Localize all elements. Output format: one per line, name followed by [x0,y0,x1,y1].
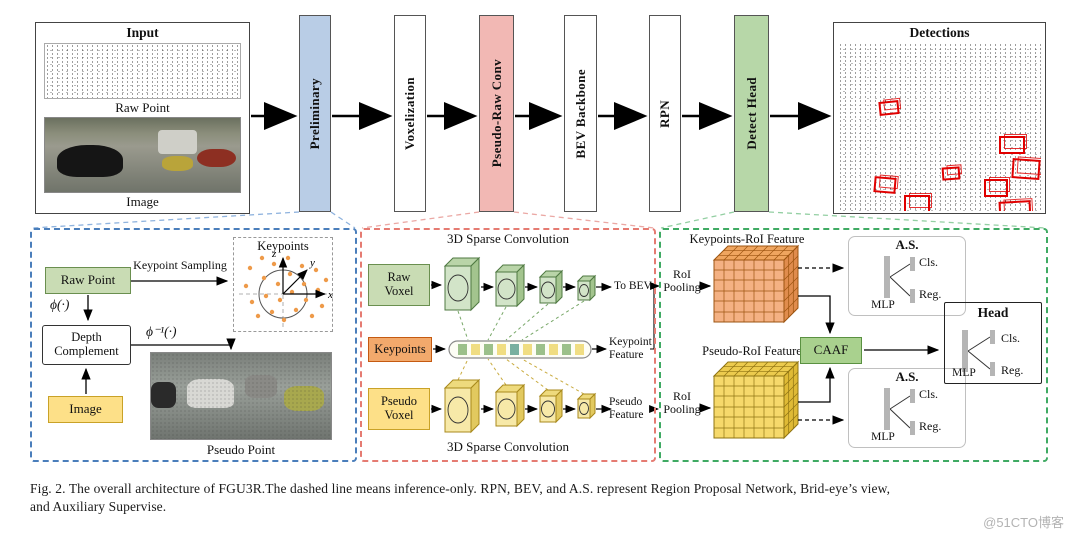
block-voxelization: Voxelization [394,15,426,212]
keypoint-sampling-label: Keypoint Sampling [133,258,227,272]
as-top-reg-label: Reg. [919,287,942,301]
block-pseudo-raw-conv: Pseudo-Raw Conv [479,15,514,212]
pseudo-voxel-node: Pseudo Voxel [368,388,430,430]
as-bottom-title: A.S. [895,369,919,384]
to-bev-label: To BEV [614,280,652,292]
yellow-car-blob [162,156,194,172]
pseudo-voxel-label: Pseudo Voxel [380,394,418,422]
block-detect-head: Detect Head [734,15,769,212]
head-title: Head [977,305,1009,320]
pseudo-feature-label: Pseudo Feature [609,396,644,421]
as-bottom-mlp-label: MLP [871,431,895,443]
input-title: Input [126,25,159,40]
detection-box [941,166,961,181]
as-top-title: A.S. [895,237,919,252]
block-preliminary: Preliminary [299,15,331,212]
yellow-green-car-blob [284,385,324,412]
pseudo-point-caption: Pseudo Point [206,442,276,457]
raw-point-caption: Raw Point [115,100,170,115]
input-panel: Input Raw Point Image [35,22,250,214]
head-mlp-label: MLP [952,367,976,379]
keypoints-node: Keypoints [368,337,432,362]
roi-pooling-top-label: RoI Pooling [663,267,701,295]
phi-inverse-label: ϕ⁻¹(·) [146,324,177,339]
detection-box [999,134,1027,154]
watermark: @51CTO博客 [983,515,1064,530]
as-bottom-cls-label: Cls. [919,387,939,401]
pseudo-point-image [150,352,332,440]
phi-label: ϕ(·) [50,297,70,312]
dark-car-blob [151,382,177,409]
figure-caption-line2: and Auxiliary Supervise. [30,499,167,514]
raw-point-lidar-image [44,43,241,99]
detections-lidar-image [838,43,1041,211]
raw-voxel-node: Raw Voxel [368,264,430,306]
keypoint-feature-label: Keypoint Feature [609,336,652,361]
block-bev-backbone: BEV Backbone [564,15,597,212]
keypoints-scatter-box: Keypoints [233,237,333,332]
detection-box [998,200,1032,211]
detect-head-detail-box [659,228,1048,462]
sparse-conv-bottom-label: 3D Sparse Convolution [446,439,570,454]
block-pseudo-raw-conv-label: Pseudo-Raw Conv [488,59,504,168]
white-car-blob [187,378,234,409]
head-cls-label: Cls. [1001,331,1021,345]
as-top-mlp-label: MLP [871,299,895,311]
image-node: Image [48,396,123,423]
as-bottom-group: A.S. Cls. Reg. MLP [848,368,966,448]
image-caption: Image [126,194,159,209]
head-group: Head Cls. Reg. MLP [944,302,1042,384]
detection-box [984,177,1010,197]
block-voxelization-label: Voxelization [402,77,417,150]
keypoints-roi-feature-label: Keypoints-RoI Feature [689,232,805,246]
keypoints-scatter-title: Keypoints [257,239,309,253]
head-reg-label: Reg. [1001,363,1024,377]
camera-image [44,117,241,193]
white-van-blob [158,129,198,154]
as-top-cls-label: Cls. [919,255,939,269]
detection-box [878,99,900,117]
pseudo-point-speckle [151,353,331,439]
detections-panel: Detections [833,22,1046,214]
pseudo-raw-conv-detail-box [360,228,656,462]
depth-complement-node: Depth Complement [42,325,131,365]
block-rpn-label: RPN [657,99,672,128]
caaf-node: CAAF [800,337,862,364]
detection-box [904,193,932,211]
detection-box [873,176,897,194]
red-car-blob [197,149,237,167]
block-bev-backbone-label: BEV Backbone [572,68,588,159]
sparse-conv-top-label: 3D Sparse Convolution [446,231,570,246]
image-node-label: Image [69,401,102,417]
raw-point-node-label: Raw Point [60,272,116,288]
raw-point-node: Raw Point [45,267,131,294]
as-bottom-reg-label: Reg. [919,419,942,433]
dark-car-blob [56,144,123,178]
keypoints-node-label: Keypoints [374,341,426,356]
block-preliminary-label: Preliminary [307,77,322,150]
detections-title: Detections [909,25,970,40]
preliminary-detail-box [30,228,357,462]
block-rpn: RPN [649,15,681,212]
figure-caption-line1: Fig. 2. The overall architecture of FGU3… [30,481,891,496]
block-detect-head-label: Detect Head [743,77,759,150]
detection-box [1011,158,1041,180]
as-top-group: A.S. Cls. Reg. MLP [848,236,966,316]
caaf-node-label: CAAF [813,342,849,358]
pseudo-roi-feature-label: Pseudo-RoI Feature [702,344,802,358]
roi-pooling-bottom-label: RoI Pooling [663,389,701,417]
gray-car-blob [244,375,277,398]
raw-voxel-label: Raw Voxel [384,270,414,298]
depth-complement-label: Depth Complement [54,330,119,358]
fan-connectors [31,211,1047,229]
